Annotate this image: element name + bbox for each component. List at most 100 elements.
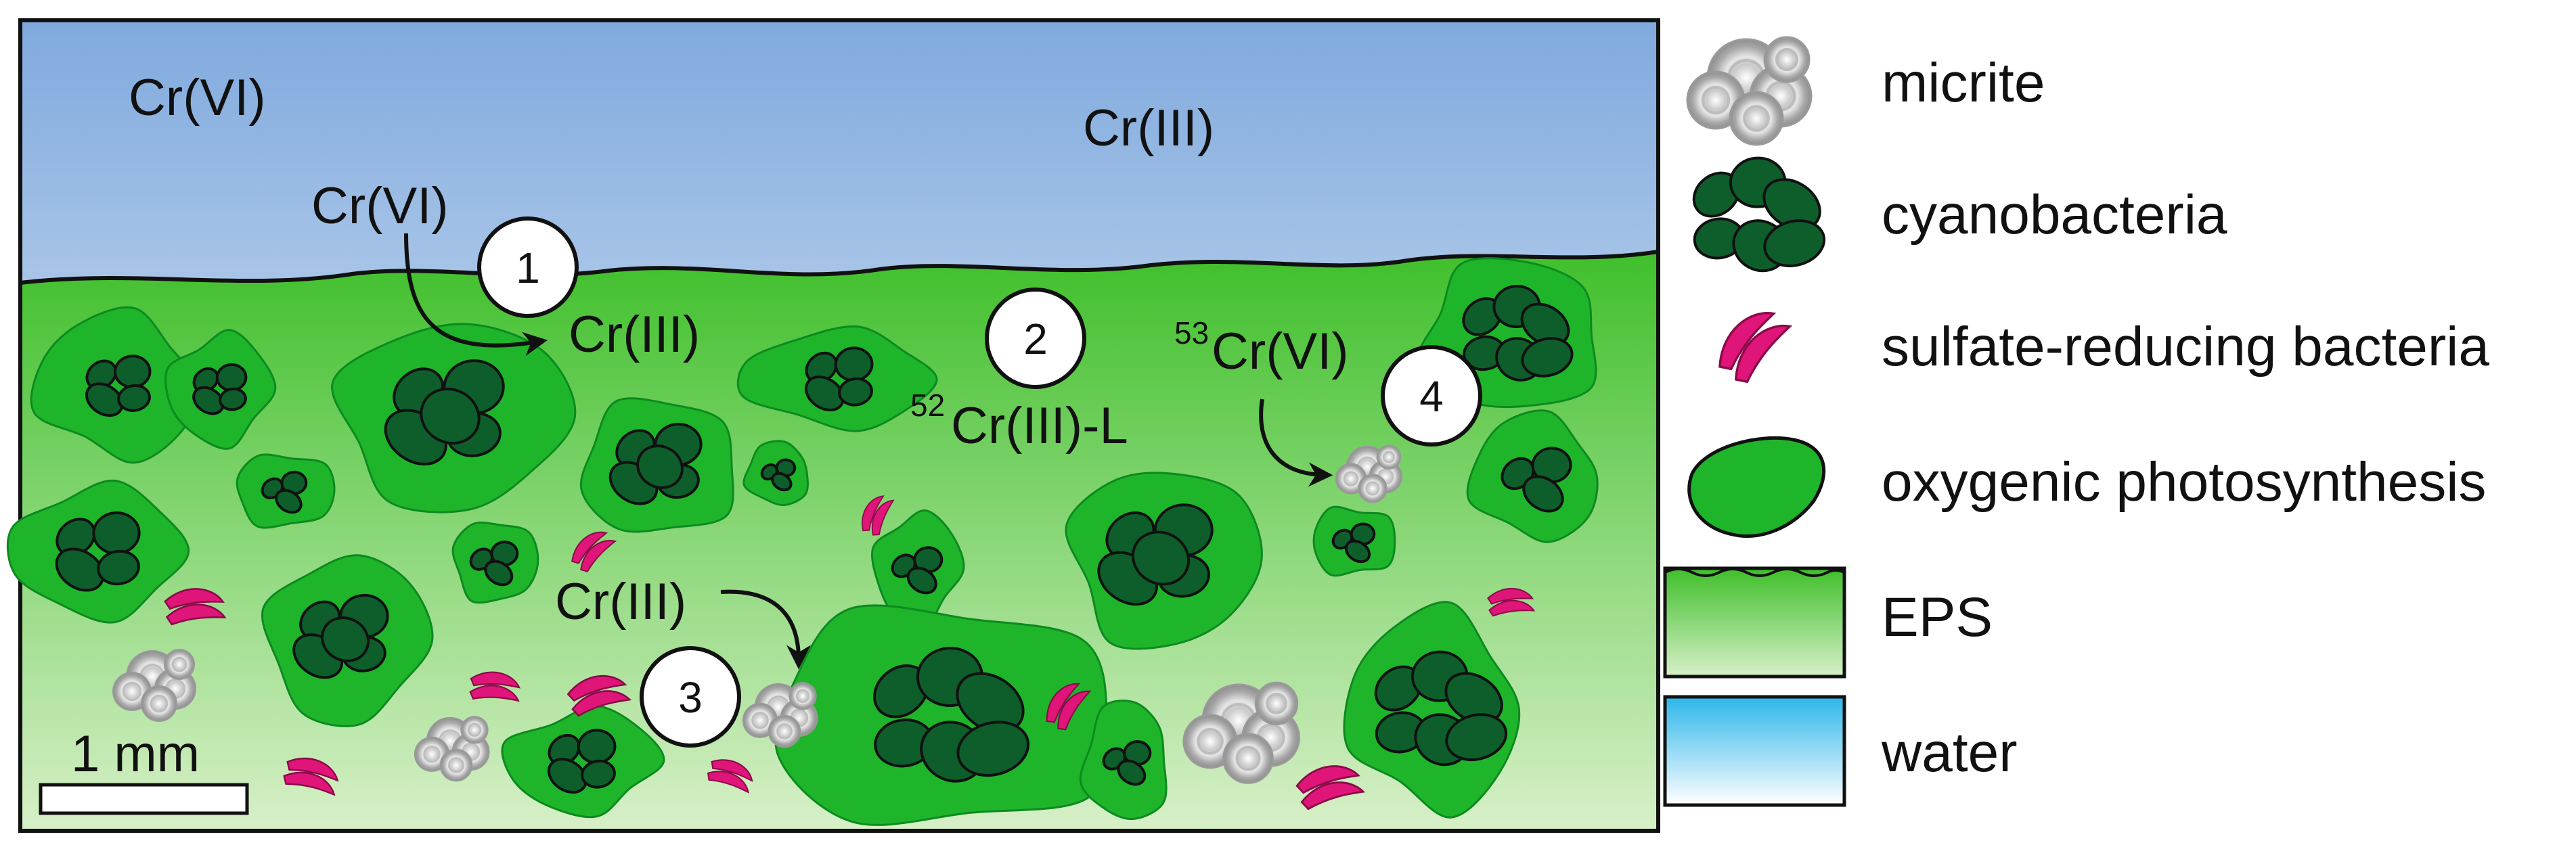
cyanobacteria-cell xyxy=(834,346,874,382)
cyanobacteria-cell xyxy=(1521,337,1574,378)
water-label-left: Cr(VI) xyxy=(129,69,266,127)
cyanobacteria-cell xyxy=(219,387,247,411)
cyanobacteria-colony xyxy=(1065,472,1263,650)
cyanobacteria-cell xyxy=(484,559,514,587)
sulfate-reducing-bacterium xyxy=(1295,765,1366,810)
cyanobacteria-colonies xyxy=(6,257,1599,826)
cyanobacteria-cell xyxy=(547,758,587,794)
cyanobacteria-colony xyxy=(164,329,277,450)
water-label-right: Cr(III) xyxy=(1083,99,1214,157)
cyanobacteria-cell xyxy=(771,472,793,492)
step-marker-2: 2 xyxy=(985,288,1086,389)
cyanobacteria-cell xyxy=(97,549,140,586)
micrite-icon xyxy=(1686,36,1813,146)
sulfate-reducing-bacterium xyxy=(707,759,753,794)
step-number: 2 xyxy=(1023,315,1048,363)
cyanobacteria-cell xyxy=(956,721,1030,777)
micrite-grain xyxy=(414,716,490,782)
sulfate-reducing-bacterium xyxy=(164,588,227,626)
eps-surface-line xyxy=(20,250,1659,285)
cyanobacteria-cell xyxy=(581,759,616,789)
step1-product-label: Cr(III) xyxy=(569,306,700,363)
legend-item-water: water xyxy=(1663,695,2018,807)
sulfate-reducing-bacterium xyxy=(571,531,617,573)
arrow-step4 xyxy=(1259,398,1333,487)
cyanobacteria-cell xyxy=(906,566,937,595)
sulfate-reducing-bacterium xyxy=(283,757,339,796)
step-number: 1 xyxy=(516,244,540,292)
cyanobacteria-cell xyxy=(804,375,845,412)
legend-label: sulfate-reducing bacteria xyxy=(1882,316,2489,378)
cyanobacteria-colony xyxy=(6,479,190,624)
sulfate-reducing-bacteria-group xyxy=(164,495,1536,810)
cyanobacteria-colony xyxy=(331,323,577,513)
micrite-grain xyxy=(1335,444,1403,503)
legend-label: micrite xyxy=(1882,52,2045,114)
oxygenic-photosynthesis-halo xyxy=(736,325,938,432)
legend-item-cyanobacteria: cyanobacteria xyxy=(1692,156,2227,273)
cyanobacteria-cell xyxy=(1763,219,1826,267)
sulfate-reducing-bacterium xyxy=(1046,683,1092,731)
panel-frame xyxy=(18,18,1660,833)
cyanobacteria-colony xyxy=(871,509,965,629)
sulfate-reducing-bacterium xyxy=(1718,312,1793,384)
cyanobacteria-colony xyxy=(742,440,809,507)
micrite-grain xyxy=(1182,681,1300,784)
cyanobacteria-cell xyxy=(420,387,481,445)
cyanobacteria-colony xyxy=(579,397,734,533)
scale-bar: 1 mm xyxy=(39,725,249,815)
oxygenic-photosynthesis-halo xyxy=(6,479,190,624)
sulfate-reducing-bacterium xyxy=(469,671,520,702)
sulfate-reducing-bacterium xyxy=(862,495,895,536)
micrite-grain xyxy=(112,649,196,722)
cyanobacteria-cell xyxy=(1445,713,1508,761)
oxygenic-photosynthesis-icon xyxy=(1687,436,1826,539)
step2-species-label: Cr(III)-L xyxy=(951,397,1128,455)
cyanobacteria-cell xyxy=(1344,539,1371,564)
step4-species-label: Cr(VI) xyxy=(1212,323,1349,380)
step-marker-1: 1 xyxy=(477,216,579,318)
oxygenic-photosynthesis-halo xyxy=(1343,601,1521,819)
step1-source-label: Cr(VI) xyxy=(311,177,449,235)
cyanobacteria-cell xyxy=(956,672,1025,734)
legend-label: oxygenic photosynthesis xyxy=(1882,451,2486,513)
cyanobacteria-colony xyxy=(1343,601,1521,819)
cyanobacteria-colony xyxy=(451,521,539,604)
oxygenic-photosynthesis-halo xyxy=(30,306,200,464)
legend: micrite cyanobacteria sulfate-reducing b… xyxy=(1663,36,2489,807)
legend-label: water xyxy=(1881,722,2018,783)
water-swatch-icon xyxy=(1663,695,1846,807)
cyanobacteria-colony xyxy=(774,604,1109,826)
cyanobacteria-cell xyxy=(838,377,873,407)
micrite-grains xyxy=(112,444,1403,784)
legend-label: EPS xyxy=(1882,587,1993,648)
cyanobacteria-colony xyxy=(30,306,200,464)
cyanobacteria-cell xyxy=(113,355,152,389)
step-marker-3: 3 xyxy=(640,646,741,748)
cyanobacteria-cell xyxy=(192,367,219,393)
cyanobacteria-cell xyxy=(548,733,581,766)
step-number: 4 xyxy=(1419,372,1444,421)
cyanobacteria-colony xyxy=(501,705,665,819)
cyanobacteria-cell xyxy=(215,363,248,392)
legend-item-micrite: micrite xyxy=(1686,36,2045,146)
cyanobacteria-colony xyxy=(1079,700,1168,821)
sulfate-reducing-bacterium xyxy=(567,675,632,717)
cyanobacteria-cell xyxy=(117,384,151,412)
cyanobacteria-cell xyxy=(636,444,684,489)
cyanobacteria-cell xyxy=(1117,759,1147,786)
step-number: 3 xyxy=(678,673,703,722)
cyanobacteria-cell xyxy=(85,382,124,417)
cyanobacteria-cell xyxy=(275,488,303,514)
cyanobacteria-cell xyxy=(577,729,617,764)
cyanobacteria-cell xyxy=(1131,530,1191,586)
cyanobacteria-cell xyxy=(55,518,96,557)
micrite-grain xyxy=(1686,36,1813,146)
step3-source-label: Cr(III) xyxy=(555,573,686,631)
step4-isotope-superscript: 53 xyxy=(1174,315,1209,350)
legend-label: cyanobacteria xyxy=(1882,184,2227,246)
legend-item-photosynthesis: oxygenic photosynthesis xyxy=(1687,436,2486,539)
sulfate-reducing-bacterium xyxy=(1487,588,1536,617)
oxygenic-photosynthesis-halo xyxy=(501,705,665,819)
